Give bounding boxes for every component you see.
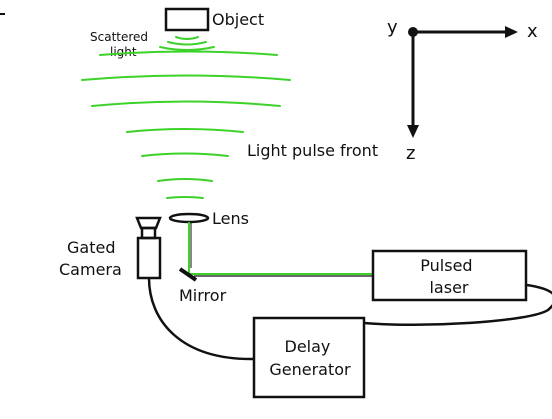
scattered-arc xyxy=(167,41,207,46)
pulsed-laser-label-line2: laser xyxy=(429,278,468,297)
scattered-arc xyxy=(175,36,199,40)
y-axis-label: y xyxy=(387,17,398,38)
pulse-front-arc xyxy=(91,100,281,107)
pulse-front-arc xyxy=(81,74,291,81)
z-axis-arrowhead xyxy=(407,125,419,138)
scattered-light-arcs xyxy=(159,36,215,51)
mirror-label: Mirror xyxy=(179,286,227,305)
pulsed-laser-label: Pulsed laser xyxy=(420,256,477,297)
gated-camera-label-line1: Gated xyxy=(67,238,115,257)
laser-to-delay-cable xyxy=(363,283,552,326)
object-label: Object xyxy=(212,10,264,29)
scattered-light-label-line2: light xyxy=(110,45,137,59)
object-box xyxy=(164,7,210,32)
scattered-light-label-line1: Scattered xyxy=(90,30,148,44)
z-axis-label: z xyxy=(406,143,415,164)
cables xyxy=(147,277,552,361)
x-axis-arrowhead xyxy=(505,26,518,38)
lens-label: Lens xyxy=(212,209,249,228)
gated-camera xyxy=(135,216,162,280)
mirror xyxy=(178,267,198,282)
scattered-light-label: Scattered light xyxy=(90,30,152,59)
delay-generator-label-line2: Generator xyxy=(269,360,351,379)
x-axis-label: x xyxy=(527,21,538,42)
pulsed-laser-box xyxy=(371,249,528,302)
coordinate-axes: y x z xyxy=(387,17,538,164)
pulse-front-arc xyxy=(99,50,278,56)
scattered-arc xyxy=(159,46,215,51)
pulsed-laser-label-line1: Pulsed xyxy=(420,256,472,275)
delay-generator-label-line1: Delay xyxy=(285,337,331,356)
pulse-front-arc xyxy=(126,128,244,133)
laser-beam xyxy=(188,222,374,275)
gated-camera-label-line2: Camera xyxy=(59,260,122,279)
delay-generator-box xyxy=(252,316,366,399)
delay-generator-label: Delay Generator xyxy=(269,337,351,379)
light-pulse-front-arcs xyxy=(81,50,291,199)
lens xyxy=(168,212,210,224)
camera-to-delay-cable xyxy=(147,277,255,361)
camera-lens-hood xyxy=(135,216,162,230)
camera-body xyxy=(136,236,162,280)
light-pulse-front-label: Light pulse front xyxy=(247,141,378,160)
gated-camera-label: Gated Camera xyxy=(59,238,122,279)
pulse-front-arc xyxy=(141,152,229,157)
pulse-front-arc xyxy=(157,178,213,182)
camera-neck xyxy=(140,226,157,240)
pulse-front-arc xyxy=(166,196,204,199)
